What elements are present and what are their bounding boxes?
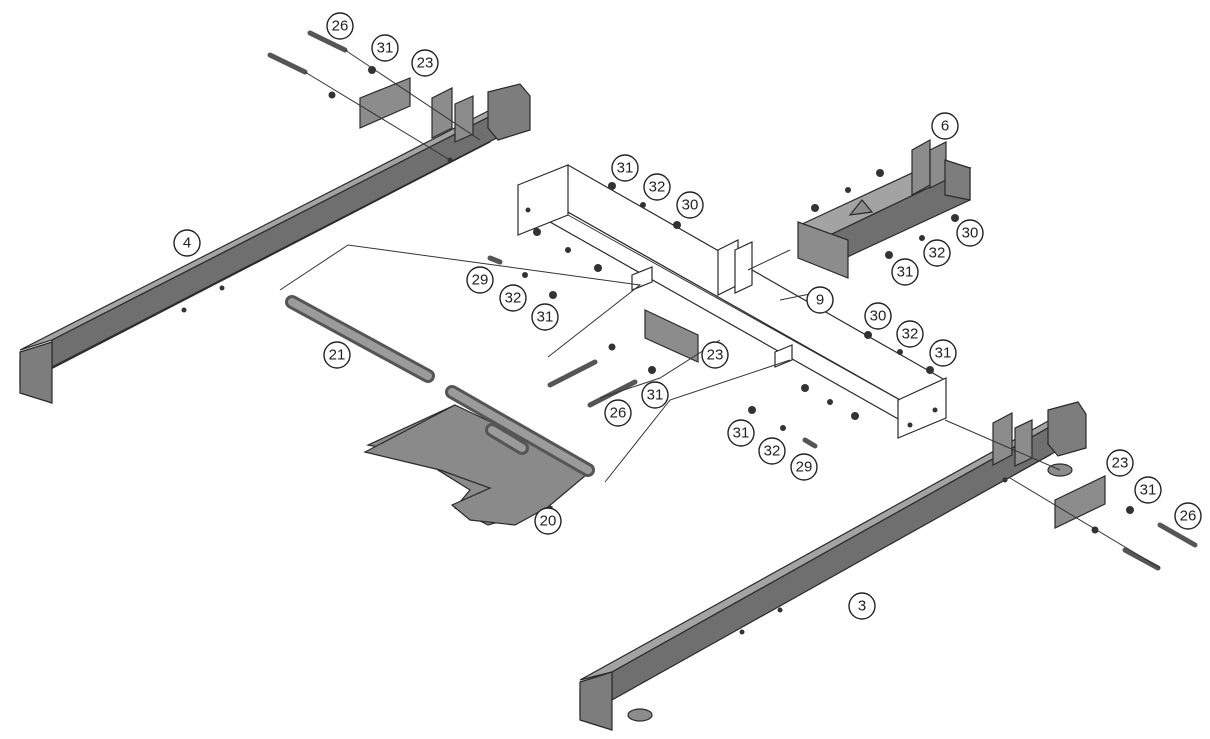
label-30: 30: [864, 302, 892, 330]
label-3: 3: [848, 592, 876, 620]
label-26: 26: [326, 12, 354, 40]
svg-text:9: 9: [816, 292, 824, 309]
left-base-tube: [19, 83, 531, 404]
svg-text:20: 20: [540, 513, 557, 530]
svg-text:23: 23: [1112, 455, 1129, 472]
label-31: 31: [531, 303, 559, 331]
label-32: 32: [923, 239, 951, 267]
svg-text:31: 31: [1140, 482, 1157, 499]
svg-text:26: 26: [1180, 508, 1197, 525]
right-plate: [1054, 475, 1106, 529]
label-29: 29: [466, 266, 494, 294]
svg-text:3: 3: [858, 598, 866, 615]
svg-text:30: 30: [870, 308, 887, 325]
label-29: 29: [790, 453, 818, 481]
label-31: 31: [891, 258, 919, 286]
roller-rod: [285, 295, 435, 383]
svg-text:31: 31: [617, 160, 634, 177]
svg-text:23: 23: [707, 347, 724, 364]
label-30: 30: [956, 219, 984, 247]
upper-right-tube: [797, 138, 972, 279]
svg-text:31: 31: [897, 264, 914, 281]
label-32: 32: [643, 173, 671, 201]
label-30: 30: [676, 191, 704, 219]
label-32: 32: [758, 437, 786, 465]
svg-text:29: 29: [472, 272, 489, 289]
svg-text:31: 31: [647, 387, 664, 404]
label-21: 21: [323, 341, 351, 369]
label-23: 23: [701, 341, 729, 369]
svg-text:31: 31: [377, 40, 394, 57]
label-26: 26: [604, 399, 632, 427]
svg-text:26: 26: [610, 405, 627, 422]
label-26: 26: [1174, 502, 1202, 530]
label-31: 31: [371, 34, 399, 62]
svg-text:23: 23: [417, 55, 434, 72]
svg-text:32: 32: [764, 443, 781, 460]
label-32: 32: [499, 284, 527, 312]
label-9: 9: [806, 286, 834, 314]
label-4: 4: [173, 229, 201, 257]
center-plate: [644, 309, 699, 363]
svg-text:31: 31: [733, 425, 750, 442]
svg-text:32: 32: [902, 326, 919, 343]
foot-pad: [363, 385, 595, 526]
svg-text:21: 21: [329, 347, 346, 364]
svg-text:29: 29: [796, 459, 813, 476]
right-base-tube: [579, 401, 1087, 731]
svg-text:32: 32: [505, 290, 522, 307]
label-6: 6: [931, 112, 959, 140]
label-31: 31: [929, 339, 957, 367]
label-31: 31: [611, 154, 639, 182]
svg-text:32: 32: [929, 245, 946, 262]
center-crossbar: [517, 164, 947, 439]
svg-text:31: 31: [935, 345, 952, 362]
label-23: 23: [1106, 449, 1134, 477]
label-31: 31: [641, 381, 669, 409]
svg-text:30: 30: [682, 197, 699, 214]
leader-lines: [279, 214, 1161, 569]
label-31: 31: [1134, 476, 1162, 504]
label-32: 32: [896, 320, 924, 348]
svg-text:26: 26: [332, 18, 349, 35]
svg-text:32: 32: [649, 179, 666, 196]
callout-labels: 26 31 23 4 6 31 32 30 30 32 31 29 32 31 …: [173, 12, 1202, 620]
svg-text:31: 31: [537, 309, 554, 326]
left-bolts: [267, 30, 481, 161]
label-20: 20: [534, 507, 562, 535]
svg-text:30: 30: [962, 225, 979, 242]
svg-text:6: 6: [941, 118, 949, 135]
label-31: 31: [727, 419, 755, 447]
left-plate: [359, 77, 411, 129]
svg-text:4: 4: [183, 235, 191, 252]
label-23: 23: [411, 49, 439, 77]
